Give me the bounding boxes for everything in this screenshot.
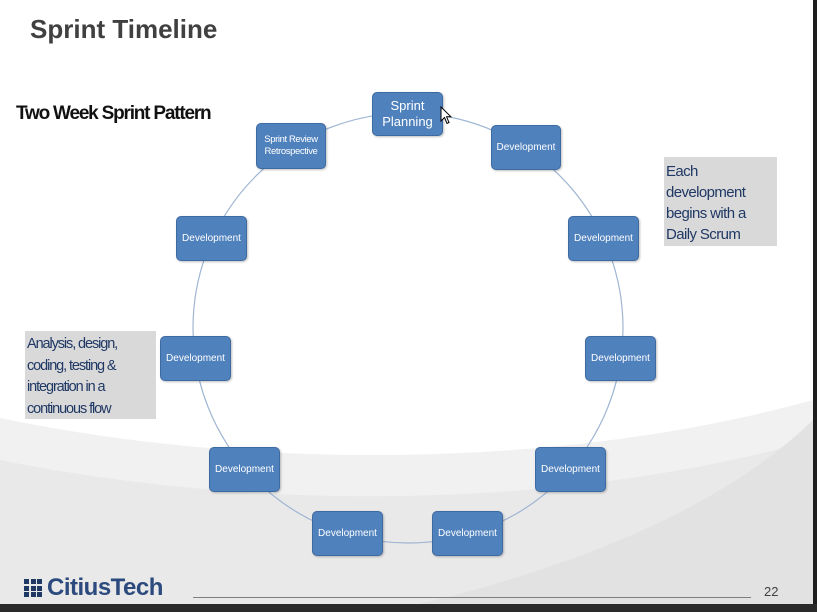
page-number: 22 — [764, 584, 779, 599]
slide-title: Sprint Timeline — [30, 14, 218, 44]
window-frame-right — [813, 0, 817, 612]
logo-grid-icon — [24, 579, 42, 597]
cycle-node-development-8[interactable]: Development — [160, 336, 231, 381]
cycle-node-development-3[interactable]: Development — [585, 336, 656, 381]
footer-divider — [193, 597, 751, 598]
cycle-node-development-5[interactable]: Development — [432, 511, 503, 556]
cycle-node-development-2[interactable]: Development — [568, 216, 639, 261]
cycle-node-development-9[interactable]: Development — [176, 216, 247, 261]
mouse-pointer-icon — [440, 106, 452, 125]
note-daily-scrum: Each development begins with a Daily Scr… — [664, 157, 777, 246]
cycle-node-development-7[interactable]: Development — [209, 447, 280, 492]
cycle-node-development-4[interactable]: Development — [535, 447, 606, 492]
cycle-node-development-6[interactable]: Development — [312, 511, 383, 556]
window-frame-bottom — [0, 604, 817, 612]
citiustech-logo: CitiusTech — [24, 574, 163, 602]
slide-subtitle: Two Week Sprint Pattern — [16, 103, 212, 124]
logo-text: CitiusTech — [47, 574, 163, 601]
cycle-node-development-1[interactable]: Development — [491, 125, 561, 170]
note-continuous-flow: Analysis, design, coding, testing & inte… — [25, 331, 156, 419]
